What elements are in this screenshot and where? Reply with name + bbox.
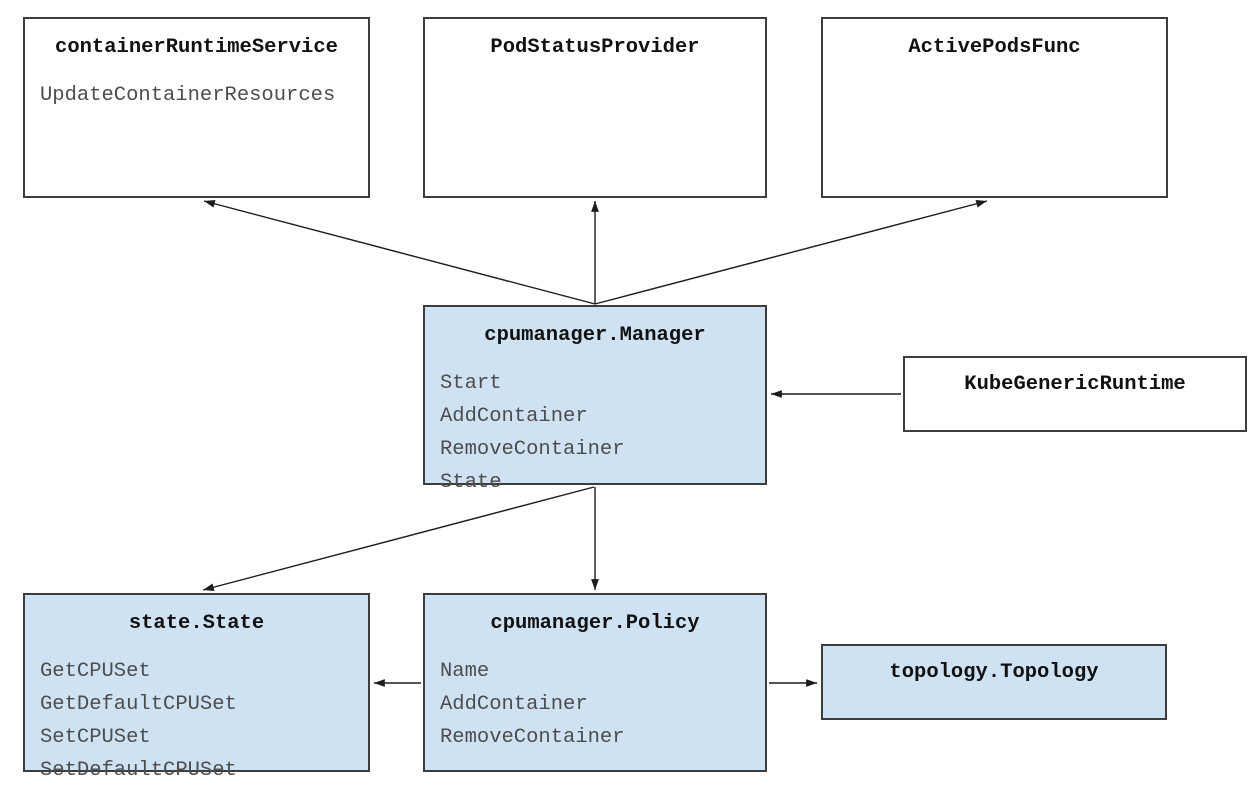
method-label: AddContainer — [440, 405, 588, 428]
node-title: ActivePodsFunc — [908, 36, 1081, 59]
node-methods: Name AddContainer RemoveContainer — [425, 655, 765, 754]
node-methods: GetCPUSet GetDefaultCPUSet SetCPUSet Set… — [25, 655, 368, 787]
node-topology-topology: topology.Topology — [821, 644, 1167, 720]
node-methods: Start AddContainer RemoveContainer State — [425, 367, 765, 499]
node-container-runtime-service: containerRuntimeService UpdateContainerR… — [23, 17, 370, 198]
method-label: GetDefaultCPUSet — [40, 693, 237, 716]
edge-manager-to-state-state — [202, 486, 595, 592]
method-label: UpdateContainerResources — [40, 84, 336, 107]
method-label: RemoveContainer — [440, 726, 625, 749]
method-label: State — [440, 471, 502, 494]
node-title: state.State — [128, 612, 265, 635]
method-label: Name — [440, 660, 490, 683]
node-title: topology.Topology — [889, 661, 1099, 684]
node-title: KubeGenericRuntime — [964, 373, 1186, 396]
method-label: AddContainer — [440, 693, 588, 716]
node-methods: UpdateContainerResources — [25, 79, 368, 112]
node-state-state: state.State GetCPUSet GetDefaultCPUSet S… — [23, 593, 370, 782]
method-label: GetCPUSet — [40, 660, 151, 683]
node-pod-status-provider: PodStatusProvider — [423, 17, 767, 198]
edge-manager-to-container-runtime-service — [203, 199, 596, 305]
node-title: cpumanager.Manager — [484, 324, 706, 347]
edge-manager-to-active-pods-func — [594, 199, 988, 305]
method-label: SetCPUSet — [40, 726, 151, 749]
node-kube-generic-runtime: KubeGenericRuntime — [903, 356, 1247, 432]
method-label: RemoveContainer — [440, 438, 625, 461]
node-active-pods-func: ActivePodsFunc — [821, 17, 1168, 198]
node-cpumanager-manager: cpumanager.Manager Start AddContainer Re… — [423, 305, 767, 494]
node-title: cpumanager.Policy — [490, 612, 700, 635]
node-title: containerRuntimeService — [55, 36, 338, 59]
node-cpumanager-policy: cpumanager.Policy Name AddContainer Remo… — [423, 593, 767, 772]
node-title: PodStatusProvider — [490, 36, 700, 59]
method-label: SetDefaultCPUSet — [40, 759, 237, 782]
method-label: Start — [440, 372, 502, 395]
